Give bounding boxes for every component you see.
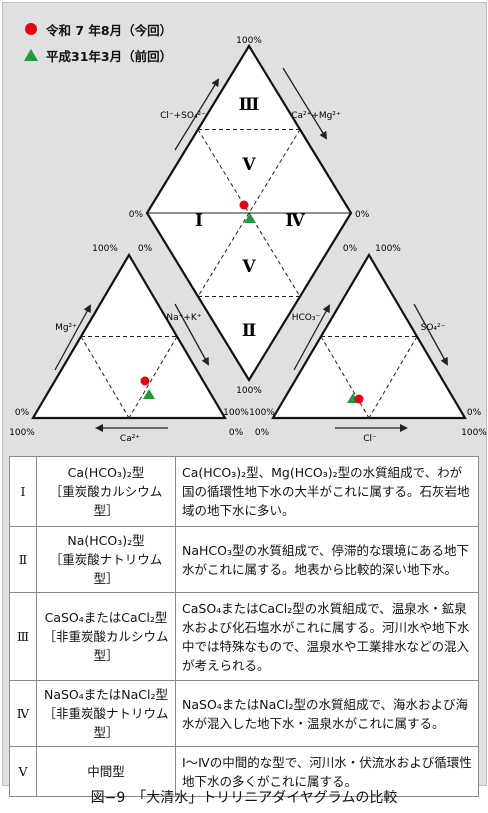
- type-name: Ca(HCO₃)₂型: [67, 465, 145, 480]
- anion-bl-bottom-pct: 0%: [255, 428, 270, 438]
- water-type-table: Ⅰ Ca(HCO₃)₂型 ［重炭酸カルシウム型］ Ca(HCO₃)₂型、Mg(H…: [9, 456, 479, 797]
- trilinear-diagram: Ⅲ Ⅴ Ⅰ Ⅳ Ⅴ Ⅱ 100% 0% 0% 100% Cl⁻+SO₄²⁻ Ca…: [9, 36, 487, 444]
- type-explanation: Ⅰ〜Ⅳの中間的な型で、河川水・伏流水および循環性地下水の多くがこれに属する。: [175, 746, 479, 797]
- anion-apex-right-pct: 100%: [375, 244, 401, 254]
- type-name: 中間型: [87, 764, 125, 779]
- anion-bl-top-pct: 100%: [249, 408, 275, 418]
- type-description: ［重炭酸カルシウム型］: [49, 484, 163, 518]
- region-V-lower: Ⅴ: [241, 257, 256, 277]
- anion-triangle: 0% 100% 100% 0% 0% 100% HCO₃⁻ SO₄²⁻ Cl⁻: [249, 244, 487, 444]
- cation-bottom-axis: Ca²⁺: [120, 434, 140, 444]
- cation-point-previous: [143, 389, 155, 399]
- type-cell: CaSO₄またはCaCl₂型 ［非重炭酸カルシウム型］: [36, 592, 176, 681]
- row-number: Ⅴ: [9, 746, 37, 797]
- anion-br-top-pct: 0%: [467, 408, 482, 418]
- type-name: Na(HCO₃)₂型: [67, 533, 145, 548]
- cation-br-top-pct: 100%: [223, 408, 249, 418]
- table-row: Ⅰ Ca(HCO₃)₂型 ［重炭酸カルシウム型］ Ca(HCO₃)₂型、Mg(H…: [9, 456, 479, 527]
- diamond-bottom-pct: 100%: [236, 386, 262, 396]
- type-description: ［非重炭酸ナトリウム型］: [43, 706, 169, 740]
- row-number: Ⅲ: [9, 592, 37, 681]
- anion-bottom-axis: Cl⁻: [363, 434, 377, 444]
- table-row: Ⅴ 中間型 Ⅰ〜Ⅳの中間的な型で、河川水・伏流水および循環性地下水の多くがこれに…: [9, 746, 479, 797]
- legend: 令和 7 年8月（今回） 平成31年3月（前回）: [20, 16, 172, 68]
- legend-item-previous: 平成31年3月（前回）: [20, 42, 172, 68]
- cation-left-axis: Mg²⁺: [55, 323, 77, 333]
- figure-caption: 図−9 「大清水」トリリニアダイヤグラムの比較: [90, 790, 398, 806]
- cation-triangle: 100% 0% 0% 100% 100% 0% Mg²⁺ Na⁺+K⁺ Ca²⁺: [9, 244, 249, 444]
- anion-left-axis: HCO₃⁻: [292, 313, 321, 323]
- type-explanation: NaHCO₃型の水質組成で、停滞的な環境にある地下水がこれに属する。地表から比較…: [175, 526, 479, 593]
- diamond-left-axis: Cl⁻+SO₄²⁻: [160, 111, 206, 121]
- cation-right-axis: Na⁺+K⁺: [166, 313, 201, 323]
- diamond-top-pct: 100%: [236, 36, 262, 46]
- type-description: ［重炭酸ナトリウム型］: [49, 552, 163, 586]
- region-III: Ⅲ: [239, 95, 260, 115]
- type-cell: Ca(HCO₃)₂型 ［重炭酸カルシウム型］: [36, 456, 176, 527]
- anion-right-axis: SO₄²⁻: [421, 323, 446, 333]
- type-explanation: Ca(HCO₃)₂型、Mg(HCO₃)₂型の水質組成で、わが国の循環性地下水の大…: [175, 456, 479, 527]
- type-description: ［非重炭酸カルシウム型］: [43, 629, 169, 663]
- region-I: Ⅰ: [195, 211, 203, 231]
- cation-bl-top-pct: 0%: [15, 408, 30, 418]
- cation-gridlines: [80, 336, 178, 419]
- diamond-point-previous: [244, 213, 256, 223]
- legend-label-previous: 平成31年3月（前回）: [46, 48, 173, 64]
- anion-apex-left-pct: 0%: [343, 244, 358, 254]
- diamond-right-axis: Ca²⁺+Mg²⁺: [291, 111, 341, 121]
- cation-apex-right-pct: 0%: [138, 244, 153, 254]
- type-cell: 中間型: [36, 746, 176, 797]
- table-row: Ⅲ CaSO₄またはCaCl₂型 ［非重炭酸カルシウム型］ CaSO₄またはCa…: [9, 592, 479, 681]
- diamond-plot: Ⅲ Ⅴ Ⅰ Ⅳ Ⅴ Ⅱ 100% 0% 0% 100% Cl⁻+SO₄²⁻ Ca…: [129, 36, 370, 396]
- diamond-gridlines: [197, 129, 301, 297]
- anion-gridlines: [320, 336, 418, 419]
- region-IV: Ⅳ: [285, 211, 305, 231]
- diamond-point-current: [239, 200, 249, 210]
- diamond-left-pct: 0%: [129, 210, 144, 220]
- anion-br-bottom-pct: 100%: [461, 428, 487, 438]
- row-number: Ⅱ: [9, 526, 37, 593]
- type-name: NaSO₄またはNaCl₂型: [43, 687, 169, 702]
- legend-item-current: 令和 7 年8月（今回）: [20, 16, 172, 42]
- cation-bl-bottom-pct: 100%: [9, 428, 35, 438]
- cation-br-bottom-pct: 0%: [229, 428, 244, 438]
- type-explanation: NaSO₄またはNaCl₂型の水質組成で、海水および海水が混入した地下水・温泉水…: [175, 680, 479, 747]
- red-circle-icon: [20, 23, 42, 35]
- green-triangle-icon: [20, 49, 42, 61]
- type-cell: NaSO₄またはNaCl₂型 ［非重炭酸ナトリウム型］: [36, 680, 176, 747]
- row-number: Ⅳ: [9, 680, 37, 747]
- type-explanation: CaSO₄またはCaCl₂型の水質組成で、温泉水・鉱泉水および化石塩水がこれに属…: [175, 592, 479, 681]
- table-row: Ⅳ NaSO₄またはNaCl₂型 ［非重炭酸ナトリウム型］ NaSO₄またはNa…: [9, 680, 479, 747]
- diamond-right-pct: 0%: [355, 210, 370, 220]
- sample-markers: [140, 200, 364, 404]
- legend-label-current: 令和 7 年8月（今回）: [46, 22, 173, 38]
- row-number: Ⅰ: [9, 456, 37, 527]
- type-name: CaSO₄またはCaCl₂型: [44, 610, 168, 625]
- type-cell: Na(HCO₃)₂型 ［重炭酸ナトリウム型］: [36, 526, 176, 593]
- region-II: Ⅱ: [242, 321, 256, 341]
- cation-apex-left-pct: 100%: [92, 244, 118, 254]
- region-V-upper: Ⅴ: [241, 155, 256, 175]
- anion-point-current: [354, 394, 364, 404]
- cation-point-current: [140, 376, 150, 386]
- table-row: Ⅱ Na(HCO₃)₂型 ［重炭酸ナトリウム型］ NaHCO₃型の水質組成で、停…: [9, 526, 479, 593]
